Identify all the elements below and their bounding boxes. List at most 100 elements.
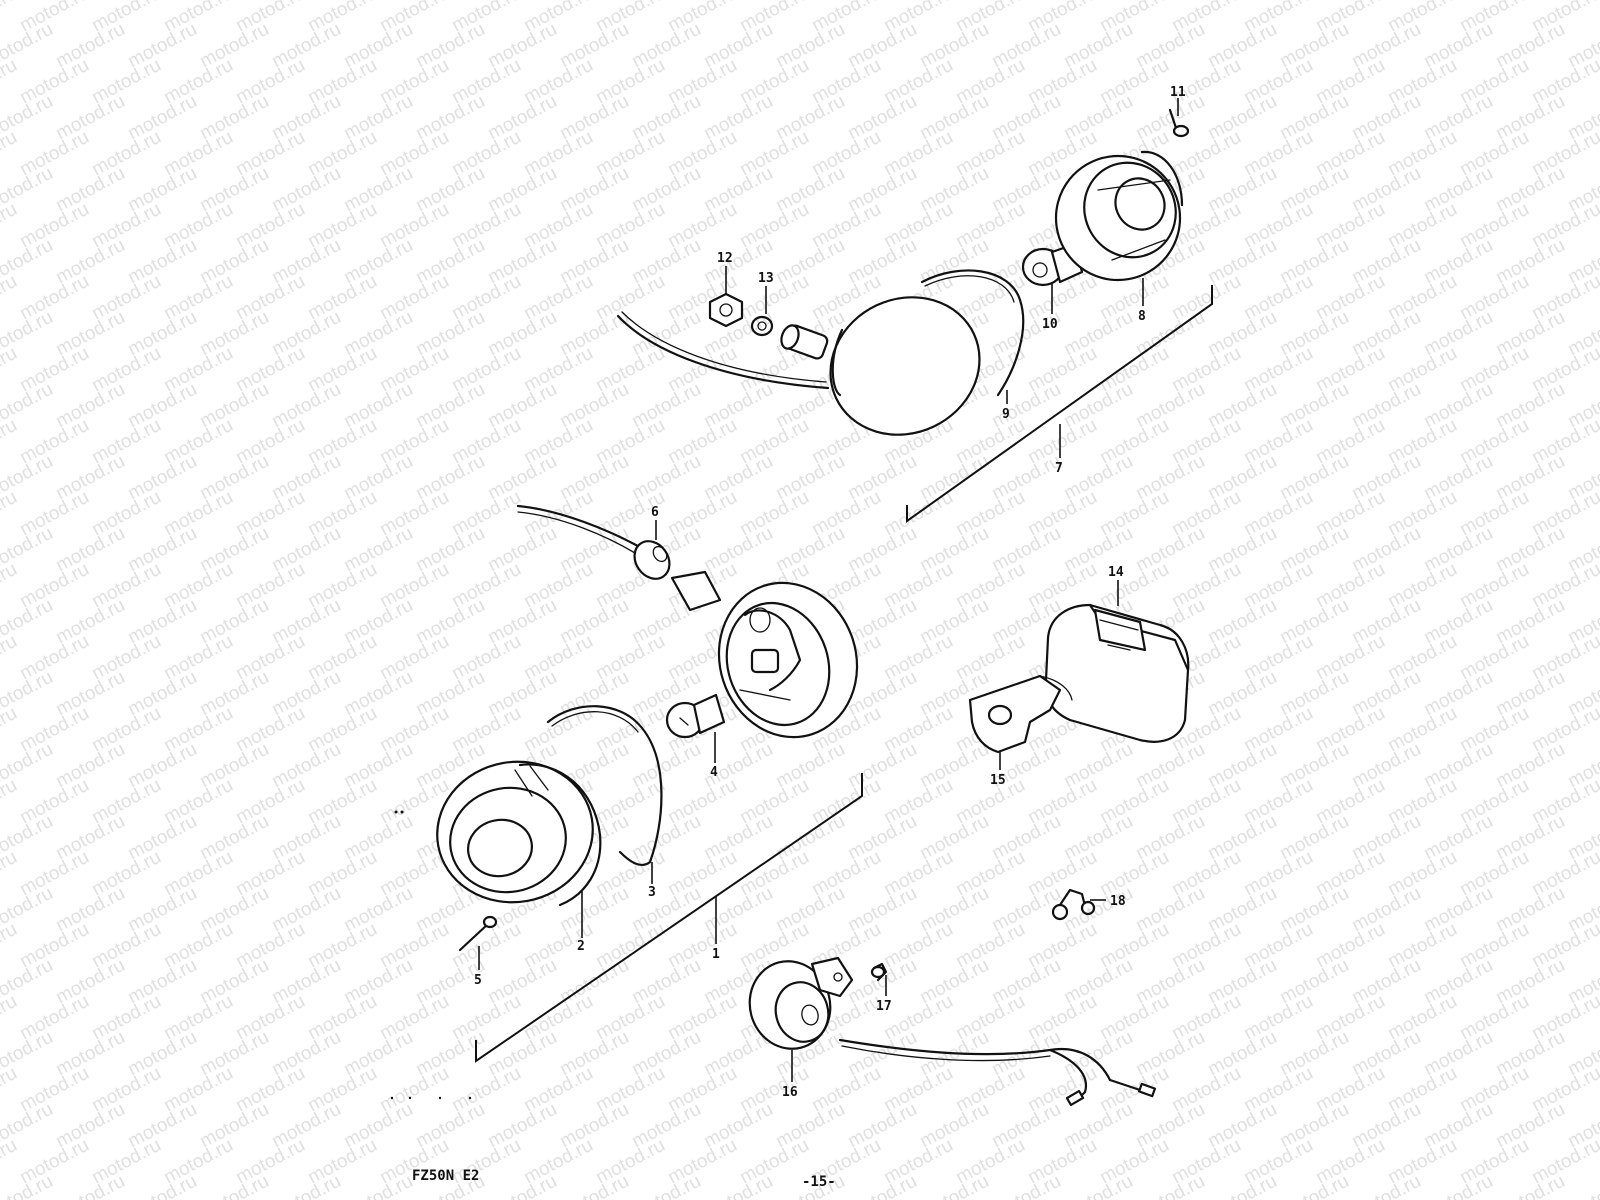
watermark-text: motod.ru [52, 523, 128, 577]
watermark-text: motod.ru [0, 91, 57, 145]
callout-18: 18 [1110, 894, 1126, 909]
watermark-text: motod.ru [232, 199, 308, 253]
watermark-text: motod.ru [124, 739, 200, 793]
watermark-text: motod.ru [1348, 955, 1424, 1009]
watermark-text: motod.ru [268, 595, 344, 649]
watermark-text: motod.ru [232, 775, 308, 829]
watermark-text: motod.ru [1564, 91, 1600, 145]
watermark-text: motod.ru [484, 379, 560, 433]
watermark-text: motod.ru [448, 199, 524, 253]
watermark-text: motod.ru [52, 739, 128, 793]
watermark-text: motod.ru [952, 55, 1028, 109]
watermark-text: motod.ru [952, 559, 1028, 613]
watermark-text: motod.ru [1384, 343, 1460, 397]
watermark-text: motod.ru [664, 0, 740, 36]
watermark-text: motod.ru [124, 19, 200, 73]
watermark-text: motod.ru [628, 91, 704, 145]
watermark-text: motod.ru [412, 379, 488, 433]
watermark-text: motod.ru [1528, 703, 1600, 757]
watermark-text: motod.ru [1204, 595, 1280, 649]
watermark-text: motod.ru [1204, 883, 1280, 937]
watermark-text: motod.ru [664, 487, 740, 541]
watermark-text: motod.ru [1420, 19, 1496, 73]
watermark-text: motod.ru [736, 199, 812, 253]
watermark-text: motod.ru [88, 55, 164, 109]
watermark-text: motod.ru [52, 955, 128, 1009]
watermark-text: motod.ru [0, 559, 21, 613]
watermark-text: motod.ru [1528, 0, 1600, 36]
watermark-text: motod.ru [628, 1027, 704, 1081]
watermark-text: motod.ru [952, 1063, 1028, 1117]
watermark-text: motod.ru [1348, 1027, 1424, 1081]
watermark-text: motod.ru [556, 451, 632, 505]
watermark-text: motod.ru [0, 19, 57, 73]
watermark-text: motod.ru [556, 1027, 632, 1081]
watermark-text: motod.ru [1096, 991, 1172, 1045]
watermark-text: motod.ru [664, 775, 740, 829]
watermark-text: motod.ru [304, 415, 380, 469]
clamp-18 [1051, 888, 1096, 921]
watermark-text: motod.ru [232, 631, 308, 685]
watermark-text: motod.ru [1276, 955, 1352, 1009]
watermark-text: motod.ru [1456, 1063, 1532, 1117]
lower-lens [436, 760, 594, 904]
watermark-text: motod.ru [484, 163, 560, 217]
watermark-text: motod.ru [1024, 1135, 1100, 1189]
watermark-text: motod.ru [88, 631, 164, 685]
callout-16: 16 [782, 1085, 798, 1100]
watermark-text: motod.ru [1096, 919, 1172, 973]
watermark-text: motod.ru [448, 127, 524, 181]
watermark-text: motod.ru [1528, 919, 1600, 973]
watermark-text: motod.ru [664, 343, 740, 397]
watermark-text: motod.ru [628, 163, 704, 217]
watermark-text: motod.ru [1348, 235, 1424, 289]
upper-signal-lens [829, 296, 981, 436]
horn [748, 956, 1157, 1107]
watermark-text: motod.ru [880, 55, 956, 109]
watermark-text: motod.ru [844, 811, 920, 865]
nut-12 [708, 292, 744, 328]
watermark-text: motod.ru [1096, 415, 1172, 469]
watermark-text: motod.ru [592, 1135, 668, 1189]
watermark-text: motod.ru [0, 595, 57, 649]
clip-17 [870, 962, 888, 982]
watermark-text: motod.ru [232, 271, 308, 325]
watermark-text: motod.ru [304, 703, 380, 757]
watermark-text: motod.ru [556, 1171, 632, 1200]
watermark-text: motod.ru [772, 739, 848, 793]
watermark-text: motod.ru [736, 271, 812, 325]
watermark-text: motod.ru [340, 379, 416, 433]
watermark-text: motod.ru [124, 595, 200, 649]
watermark-text: motod.ru [916, 1171, 992, 1200]
callout-labels: 1 2 3 4 5 6 7 8 9 10 11 12 13 14 15 16 1… [474, 85, 1186, 1100]
watermark-text: motod.ru [376, 0, 452, 36]
watermark-text: motod.ru [556, 235, 632, 289]
watermark-text: motod.ru [988, 451, 1064, 505]
watermark-text: motod.ru [1456, 271, 1532, 325]
watermark-text: motod.ru [0, 631, 21, 685]
watermark-text: motod.ru [1384, 991, 1460, 1045]
watermark-text: motod.ru [340, 883, 416, 937]
watermark-text: motod.ru [1240, 919, 1316, 973]
watermark-text: motod.ru [376, 343, 452, 397]
watermark-text: motod.ru [736, 1063, 812, 1117]
watermark-text: motod.ru [916, 523, 992, 577]
watermark-text: motod.ru [1060, 739, 1136, 793]
watermark-text: motod.ru [1132, 379, 1208, 433]
watermark-text: motod.ru [1276, 91, 1352, 145]
watermark-text: motod.ru [1420, 235, 1496, 289]
watermark-text: motod.ru [1564, 163, 1600, 217]
watermark-text: motod.ru [1312, 343, 1388, 397]
watermark-text: motod.ru [592, 991, 668, 1045]
watermark-text: motod.ru [0, 127, 21, 181]
watermark-text: motod.ru [988, 811, 1064, 865]
watermark-text: motod.ru [916, 1099, 992, 1153]
watermark-text: motod.ru [1312, 1063, 1388, 1117]
watermark-text: motod.ru [1348, 91, 1424, 145]
watermark-text: motod.ru [700, 1171, 776, 1200]
watermark-text: motod.ru [1276, 523, 1352, 577]
watermark-text: motod.ru [592, 847, 668, 901]
watermark-text: motod.ru [1456, 1135, 1532, 1189]
watermark-text: motod.ru [1384, 127, 1460, 181]
watermark-text: motod.ru [88, 775, 164, 829]
